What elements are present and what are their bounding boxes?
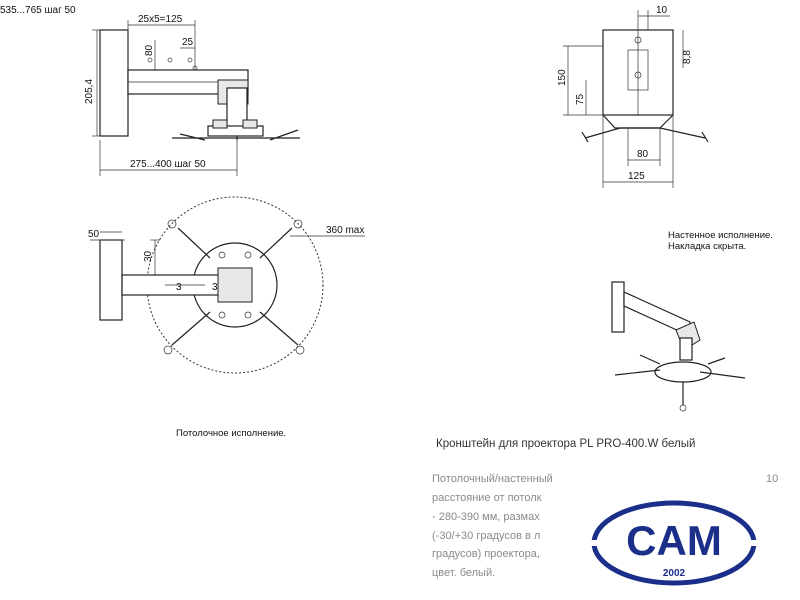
dim-front-10: 10 [656,5,668,16]
product-desc-1-tail: 10 [766,473,779,485]
plan-view-drawing [90,196,365,374]
dim-plan-30: 30 [143,250,154,262]
logo-text: CAM [626,517,722,564]
side-view-drawing [92,20,300,176]
dim-side-80: 80 [144,44,155,56]
product-desc-1: Потолочный/настенный [432,473,553,485]
dim-side-25: 25 [182,37,194,48]
dim-front-8-8: 8,8 [682,50,693,64]
wall-note-line2: Накладка скрыта. [668,241,747,252]
dim-plan-3b: 3 [212,282,218,293]
dim-front-80: 80 [637,149,649,160]
dim-plan-3a: 3 [176,282,182,293]
product-desc-2: расстояние от потолк [432,492,542,504]
front-view-drawing [563,10,709,188]
dim-front-75: 75 [575,93,586,105]
product-desc-4: (-30/+30 градусов в л [432,530,541,542]
cam-logo: CAM 2002 [586,495,762,591]
logo-year: 2002 [663,568,686,579]
dim-plan-360: 360 max [326,225,364,236]
dim-ceiling-height: 535...765 шаг 50 [0,5,76,16]
wall-note-line1: Настенное исполнение. [668,230,773,241]
product-desc-6: цвет. белый. [432,567,496,579]
product-desc-5: градусов) проектора, [432,548,540,560]
dim-front-150: 150 [557,69,568,86]
dim-front-125: 125 [628,171,645,182]
product-desc-3: - 280-390 мм, размах [432,511,540,523]
dim-side-top: 25x5=125 [138,14,183,25]
dim-side-height: 205,4 [84,79,95,104]
dim-side-bottom: 275...400 шаг 50 [130,159,206,170]
dim-plan-50: 50 [88,229,100,240]
ceiling-note: Потолочное исполнение. [176,428,287,439]
wall-mount-illustration [611,281,746,412]
product-title: Кронштейн для проектора PL PRO-400.W бел… [436,438,696,450]
